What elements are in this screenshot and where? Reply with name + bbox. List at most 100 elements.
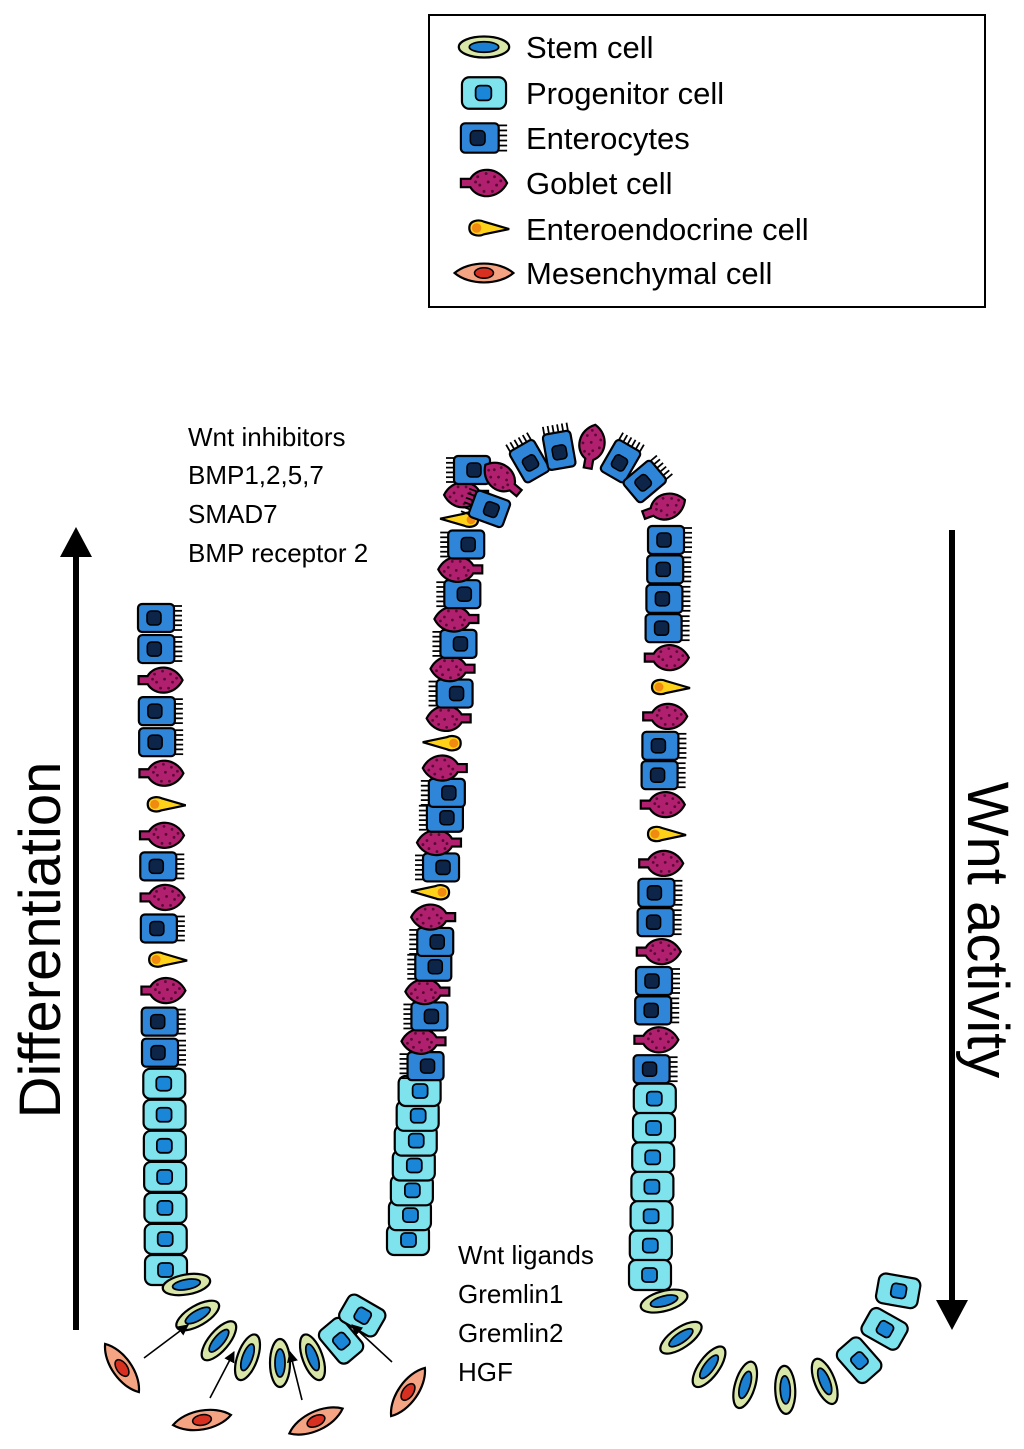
signal-arrow: [351, 1324, 393, 1363]
epithelium: [136, 422, 922, 1415]
enterocyte-cell: [136, 602, 182, 634]
enterocyte-cell: [634, 995, 680, 1026]
enterocyte-cell: [403, 1001, 449, 1032]
goblet-cell: [639, 791, 687, 819]
top-factor-3: BMP receptor 2: [188, 538, 368, 568]
enterocyte-cell: [436, 579, 482, 610]
progenitor-cell: [874, 1272, 922, 1310]
enterocyte-cell: [599, 432, 645, 484]
legend: Stem cell Progenitor cell Enterocytes Go…: [428, 14, 986, 308]
progenitor-cell: [143, 1191, 188, 1225]
progenitor-cell: [142, 1098, 187, 1131]
enterocyte-cell: [140, 1006, 186, 1037]
legend-label-progenitor: Progenitor cell: [526, 76, 724, 111]
enteroendocrine-cell: [422, 735, 462, 752]
stem-cell: [298, 1333, 327, 1382]
progenitor-cell: [142, 1067, 187, 1100]
progenitor-cell: [631, 1141, 676, 1174]
enterocyte-cell: [641, 730, 687, 761]
enterocyte-cell: [460, 487, 512, 529]
goblet-cell: [404, 978, 451, 1006]
legend-label-goblet: Goblet cell: [526, 166, 672, 201]
bottom-factor-2: Gremlin2: [458, 1318, 563, 1348]
mesenchyme: [104, 1324, 426, 1436]
enterocyte-cell: [446, 454, 492, 486]
goblet-cell: [400, 1027, 447, 1055]
goblet-cell: [642, 702, 689, 730]
goblet-cell: [633, 1026, 680, 1054]
progenitor-cell: [143, 1222, 188, 1256]
enterocyte-cell: [505, 432, 551, 484]
enteroendocrine-cell: [468, 219, 510, 237]
enterocyte-cell: [640, 760, 686, 791]
top-factor-2: SMAD7: [188, 499, 278, 529]
mesenchymal-cell: [104, 1342, 140, 1394]
progenitor-cell: [630, 1170, 675, 1203]
top-factor-list: Wnt inhibitors BMP1,2,5,7 SMAD7 BMP rece…: [188, 422, 368, 568]
enterocyte-cell: [137, 633, 183, 665]
differentiation-label: Differentiation: [8, 762, 73, 1119]
stem-cell: [659, 1320, 703, 1355]
enterocyte-cell: [440, 529, 486, 560]
goblet-cell: [421, 754, 468, 782]
goblet-cell: [638, 849, 685, 877]
progenitor-cell: [143, 1160, 188, 1193]
enterocyte-cell: [645, 583, 691, 614]
goblet-cell: [140, 976, 187, 1005]
stem-cell: [691, 1345, 727, 1389]
mesenchymal-cell: [390, 1366, 426, 1418]
enterocyte-cell: [415, 852, 461, 883]
signal-arrow: [143, 1324, 189, 1359]
progenitor-cell: [389, 1174, 434, 1207]
enteroendocrine-cell: [148, 951, 188, 968]
goblet-cell: [483, 461, 524, 498]
bottom-factor-0: Wnt ligands: [458, 1240, 594, 1270]
goblet-cell: [415, 828, 463, 857]
goblet-cell: [139, 883, 186, 912]
enterocyte-cell: [428, 678, 474, 709]
enterocyte-cell: [634, 965, 680, 997]
legend-icons: [452, 35, 516, 284]
goblet-cell: [138, 759, 185, 787]
stem-cell: [200, 1320, 238, 1362]
enterocyte-cell: [644, 613, 690, 644]
enterocyte-cell: [420, 777, 466, 809]
wnt-activity-label: Wnt activity: [955, 782, 1020, 1079]
enteroendocrine-cell: [646, 825, 687, 843]
bottom-factor-list: Wnt ligands Gremlin1 Gremlin2 HGF: [458, 1240, 594, 1387]
enteroendocrine-cell: [650, 678, 691, 696]
progenitor-cell: [860, 1306, 909, 1351]
progenitor-cell: [142, 1129, 187, 1162]
enterocyte-cell: [140, 1037, 186, 1068]
progenitor-cell: [632, 1082, 677, 1115]
goblet-cell: [459, 168, 509, 198]
wnt-activity-arrow: [936, 530, 968, 1330]
goblet-cell: [640, 492, 687, 521]
progenitor-cell: [338, 1293, 387, 1338]
goblet-cell: [425, 704, 472, 732]
enterocyte-cell: [138, 727, 184, 758]
enterocyte-cell: [636, 907, 682, 938]
stem-cell: [161, 1272, 212, 1297]
enterocyte-cell: [139, 851, 185, 882]
enterocyte-cell: [432, 628, 478, 659]
legend-label-enteroendocrine: Enteroendocrine cell: [526, 212, 809, 247]
enterocyte-cell: [399, 1051, 445, 1082]
goblet-cell: [635, 938, 683, 966]
goblet-cell: [138, 821, 186, 849]
top-factor-1: BMP1,2,5,7: [188, 460, 324, 490]
legend-label-enterocyte: Enterocytes: [526, 121, 690, 156]
enterocyte-cell: [646, 524, 692, 556]
progenitor-cell: [460, 76, 508, 110]
legend-label-stem: Stem cell: [526, 30, 653, 65]
enterocyte-cell: [622, 454, 673, 504]
stem-cell: [457, 35, 511, 59]
legend-label-mesenchymal: Mesenchymal cell: [526, 256, 772, 291]
progenitor-cell: [385, 1223, 431, 1257]
progenitor-cell: [391, 1149, 436, 1182]
progenitor-cell: [835, 1336, 883, 1385]
progenitor-cell: [629, 1200, 674, 1233]
enterocyte-cell: [409, 926, 455, 958]
stem-cell: [810, 1357, 839, 1406]
